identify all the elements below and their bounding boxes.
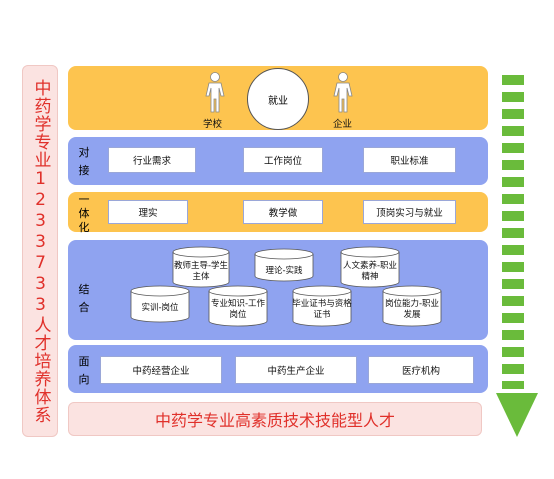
downward-arrow-icon xyxy=(496,75,538,437)
docking-label: 对接 xyxy=(78,146,90,177)
employment-circle: 就业 xyxy=(247,68,309,130)
cylinder-ability-development-text: 岗位能力-职业发展 xyxy=(384,299,440,320)
cylinder-teacher-student: 教师主导-学生主体 xyxy=(172,246,230,288)
cylinder-humanities-professional: 人文素养-职业精神 xyxy=(340,246,400,288)
system-title-panel: 中药学专业1233733人才培养体系 xyxy=(22,65,58,437)
cylinder-theory-practice: 理论-实践 xyxy=(254,248,314,282)
medical-institution-box: 医疗机构 xyxy=(368,356,474,384)
teach-learn-do-box: 教学做 xyxy=(243,200,323,224)
combination-label: 结合 xyxy=(78,283,90,314)
enterprise-person-icon xyxy=(333,72,353,113)
cylinder-training-position-text: 实训-岗位 xyxy=(141,303,179,313)
cylinder-teacher-student-text: 教师主导-学生主体 xyxy=(173,261,229,282)
vocational-standard-box: 职业标准 xyxy=(363,147,456,173)
cylinder-diploma-certificate: 毕业证书与资格证书 xyxy=(292,285,352,327)
talent-outcome-title: 中药学专业高素质技术技能型人才 xyxy=(154,411,395,430)
talent-outcome-banner: 中药学专业高素质技术技能型人才 xyxy=(68,402,482,436)
enterprise-label: 企业 xyxy=(333,119,353,130)
tcm-trading-enterprise-box: 中药经营企业 xyxy=(100,356,222,384)
system-title: 中药学专业1233733人才培养体系 xyxy=(30,78,51,424)
internship-employment-box: 顶岗实习与就业 xyxy=(363,200,456,224)
cylinder-knowledge-position-text: 专业知识-工作岗位 xyxy=(210,299,266,320)
theory-practice-box: 理实 xyxy=(108,200,188,224)
cylinder-humanities-professional-text: 人文素养-职业精神 xyxy=(342,261,398,282)
integration-label: 一体化 xyxy=(78,193,90,234)
cylinder-theory-practice-text: 理论-实践 xyxy=(265,266,303,276)
industry-demand-box: 行业需求 xyxy=(108,147,196,173)
cylinder-training-position: 实训-岗位 xyxy=(130,285,190,323)
target-label: 面向 xyxy=(78,355,90,386)
cylinder-diploma-certificate-text: 毕业证书与资格证书 xyxy=(292,299,352,320)
cylinder-ability-development: 岗位能力-职业发展 xyxy=(382,285,442,327)
school-label: 学校 xyxy=(203,119,223,130)
employment-label: 就业 xyxy=(268,95,288,107)
school-person-icon xyxy=(205,72,225,113)
job-position-box: 工作岗位 xyxy=(243,147,323,173)
tcm-production-enterprise-box: 中药生产企业 xyxy=(235,356,357,384)
cylinder-knowledge-position: 专业知识-工作岗位 xyxy=(208,285,268,327)
